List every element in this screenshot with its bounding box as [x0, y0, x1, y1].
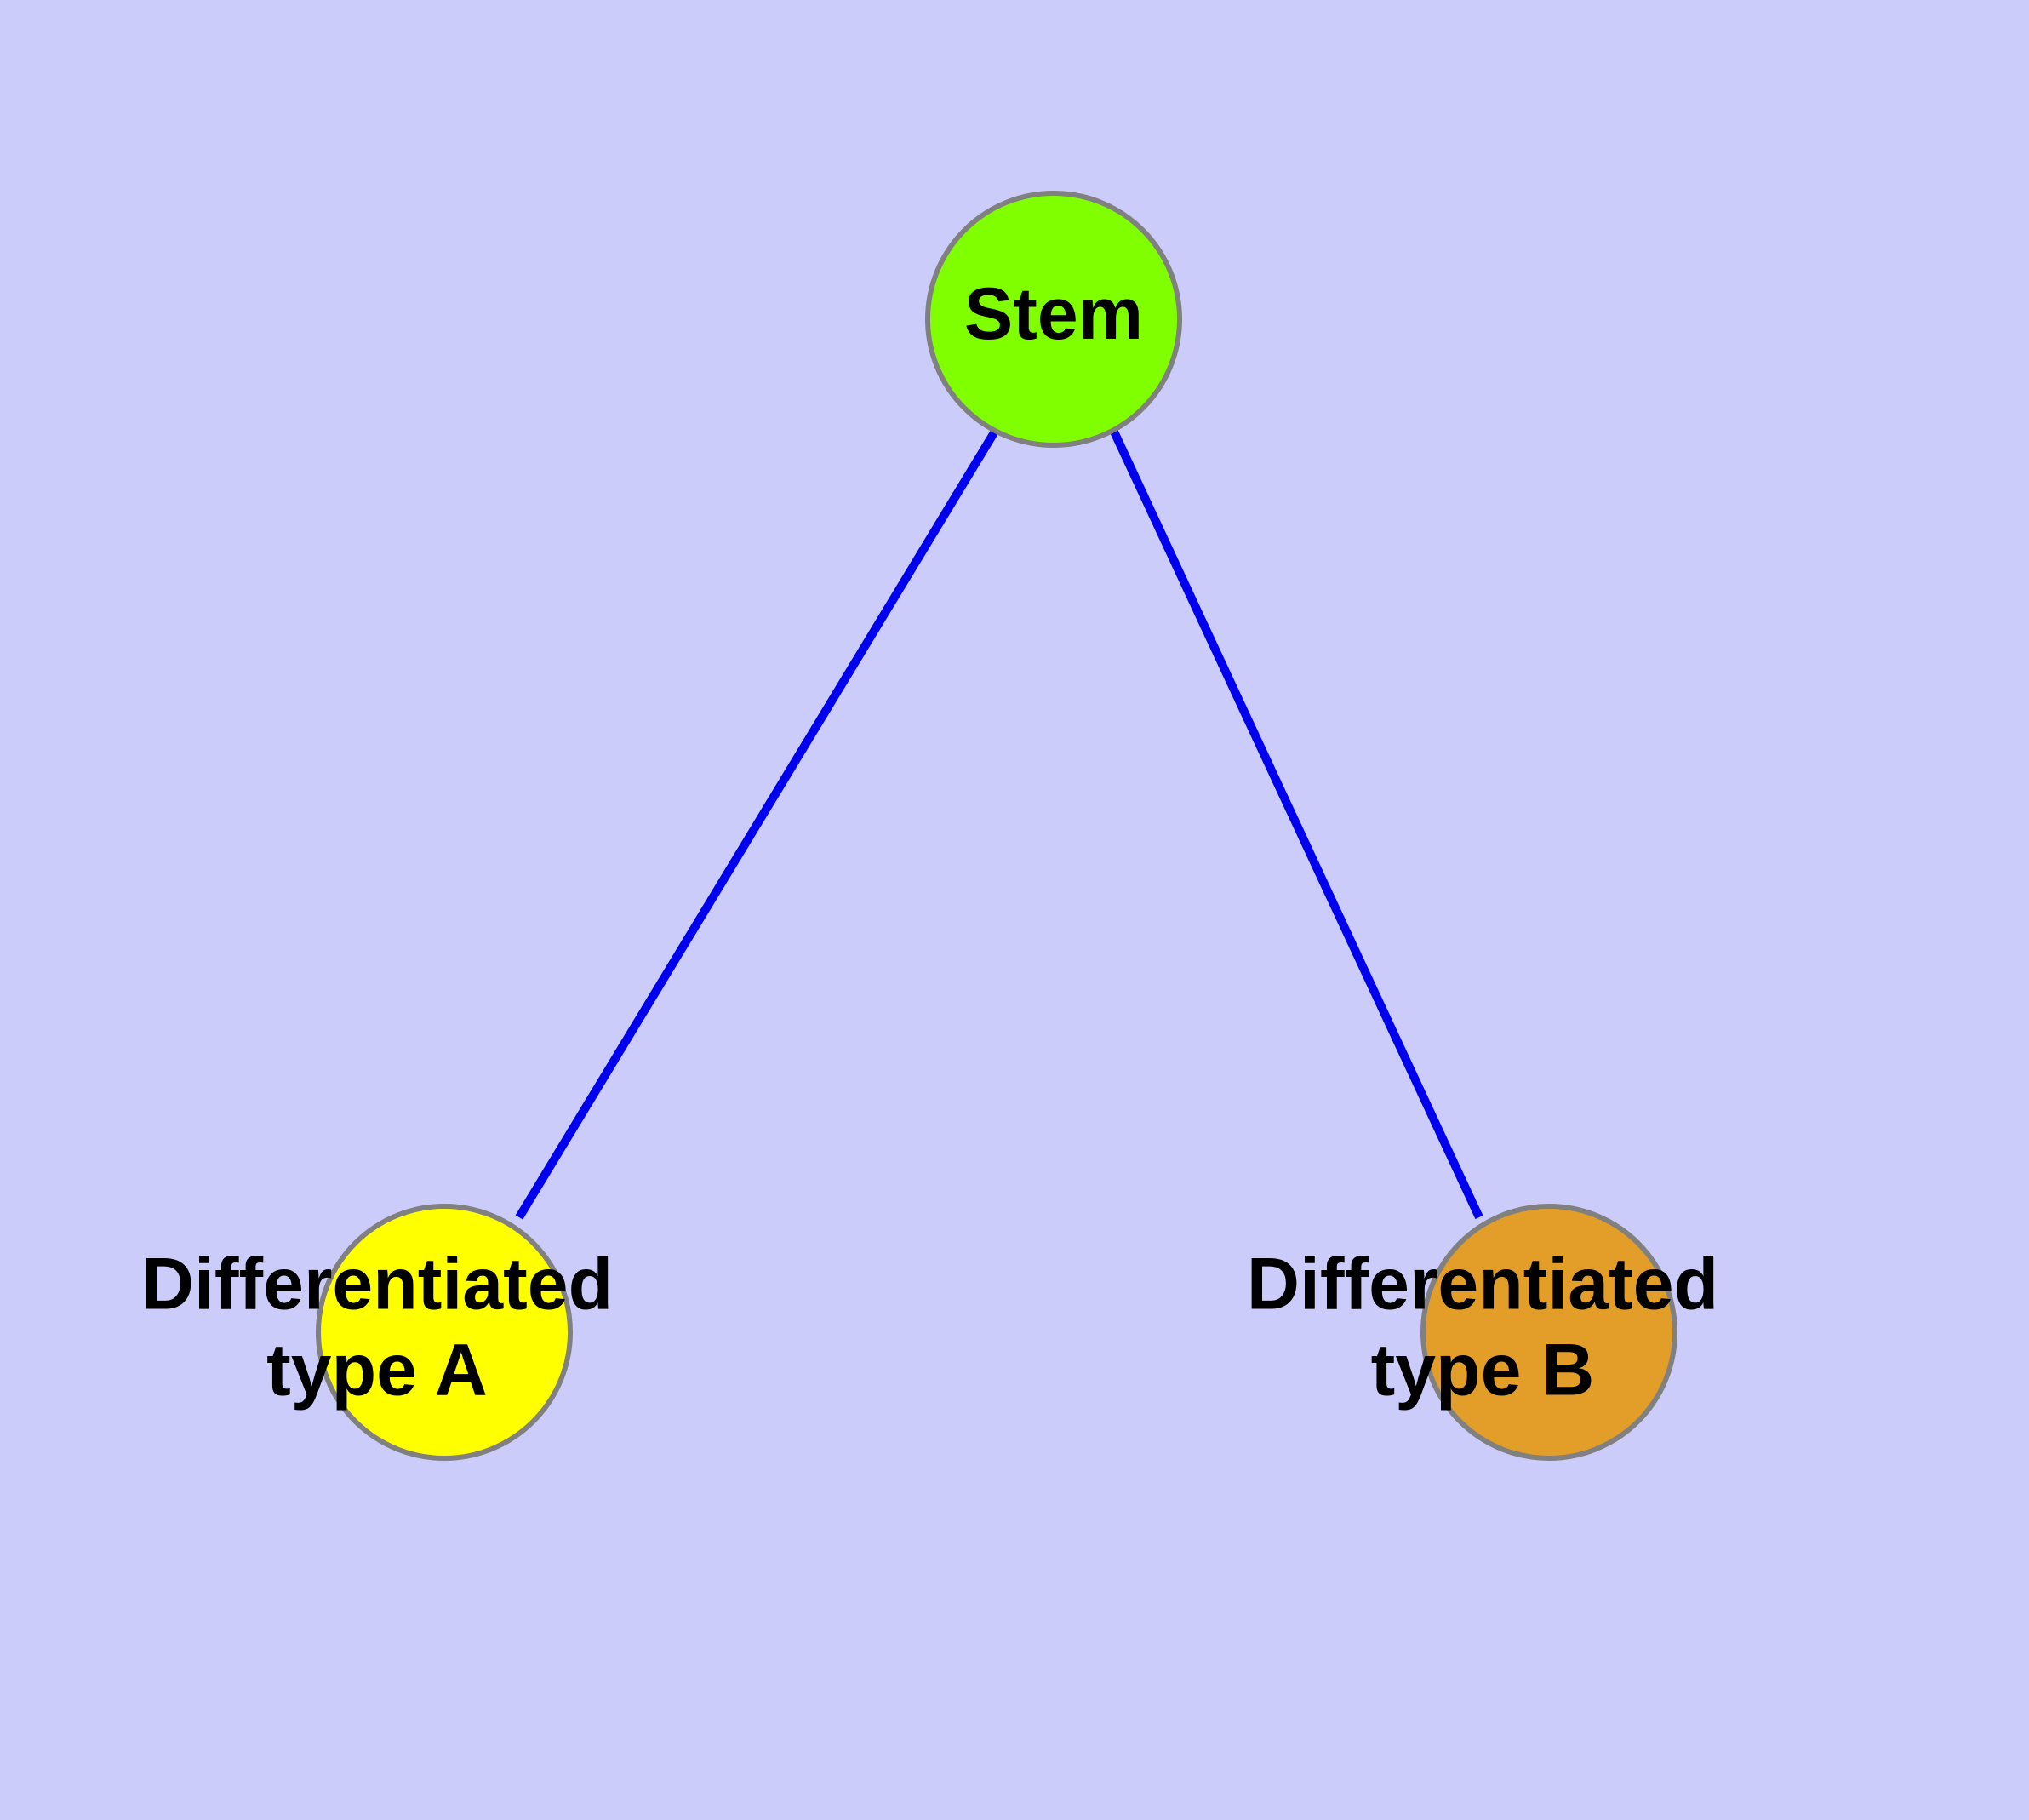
node-label-line: Stem [964, 273, 1143, 355]
node-label-line: type A [266, 1329, 488, 1411]
node-diff_b[interactable] [1420, 1204, 1677, 1461]
node-circle-stem[interactable] [925, 191, 1182, 448]
node-diff_a[interactable] [316, 1204, 573, 1461]
node-label-line: Differentiated [141, 1243, 613, 1325]
edge-stem-to-diff-a [515, 427, 1000, 1220]
node-circle-diff_b[interactable] [1420, 1204, 1677, 1461]
node-circle-diff_a[interactable] [316, 1204, 573, 1461]
node-label-line: type B [1371, 1329, 1595, 1411]
node-label-stem: Stem [964, 273, 1143, 355]
node-stem[interactable] [925, 191, 1182, 448]
edges-layer [515, 427, 1483, 1220]
edge-stem-to-diff-b [1109, 427, 1483, 1220]
node-label-line: Differentiated [1247, 1243, 1718, 1325]
